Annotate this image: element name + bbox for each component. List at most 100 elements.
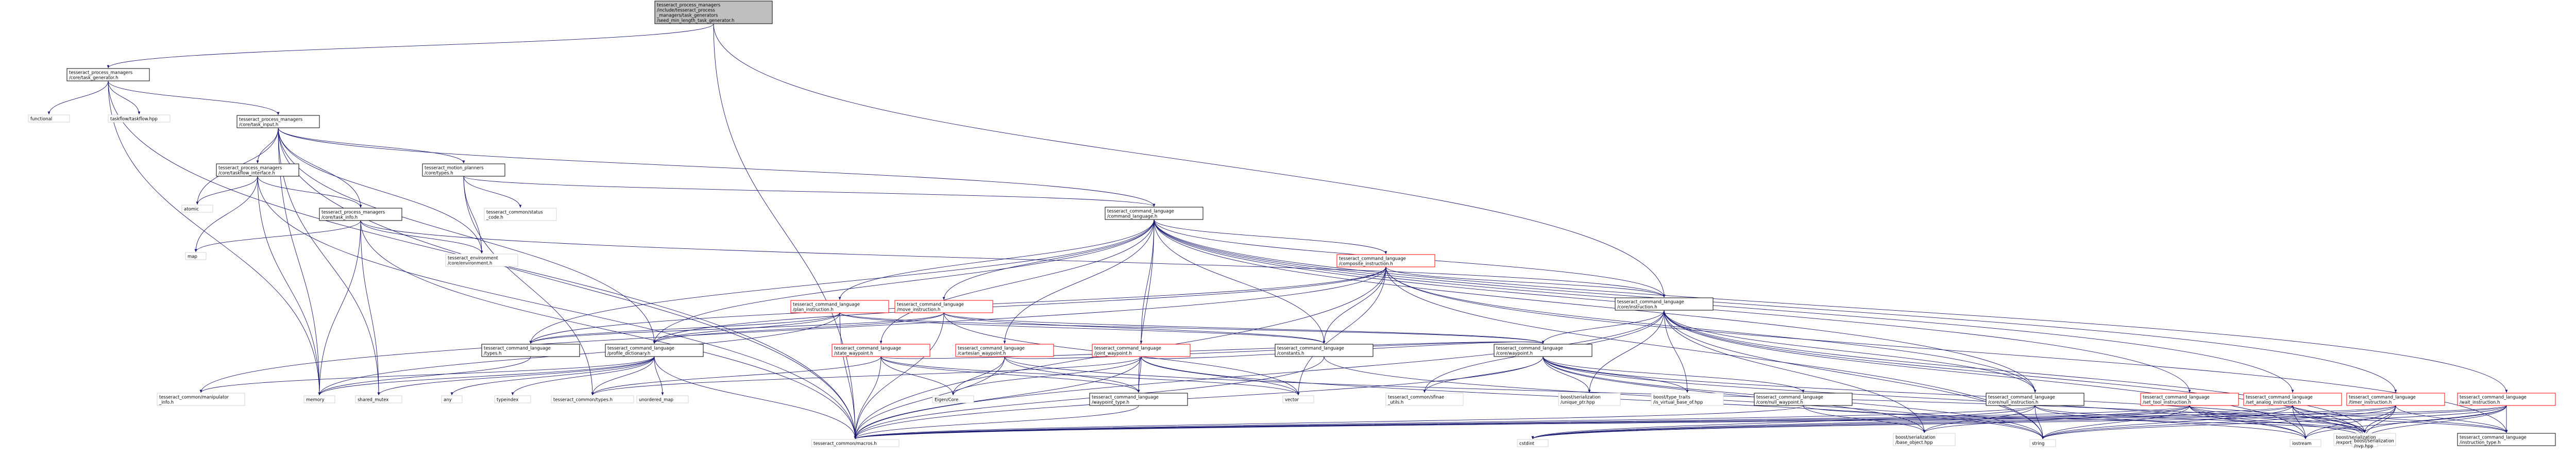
node-box [1089,393,1188,406]
node-core-instruction[interactable]: tesseract_command_language/core/instruct… [1615,297,1714,311]
node-label: tesseract_command_language/cartesian_way… [958,346,1025,357]
node-unique-ptr[interactable]: boost/serialization/unique_ptr.hpp [1558,393,1621,406]
node-taskflow[interactable]: taskflow/taskflow.hpp [108,114,171,123]
node-taskflow-interface[interactable]: tesseract_process_managers/core/taskflow… [216,163,299,177]
node-cartesian-waypoint[interactable]: tesseract_command_language/cartesian_way… [955,344,1054,357]
node-core-waypoint[interactable]: tesseract_command_language/core/waypoint… [1494,344,1592,357]
edge-profile_dictionary-to-memory [318,356,655,396]
node-task-info[interactable]: tesseract_process_managers/core/task_inf… [319,208,402,221]
edge-plan_instruction-to-core_waypoint [839,312,1545,344]
node-task-input[interactable]: tesseract_process_managers/core/task_inp… [236,115,320,128]
node-box [894,300,993,313]
edge-set_analog_instruction-to-export_h [2292,405,2366,433]
node-shared-mutex[interactable]: shared_mutex [355,395,402,403]
node-label: tesseract_command_language/command_langu… [1107,209,1174,219]
edge-profile_dictionary-to-macros [654,356,857,440]
edge-joint_waypoint-to-common_types [591,356,1142,396]
edge-timer_instruction-to-instruction_type [2395,405,2508,433]
node-base-object[interactable]: boost/serialization/base_object.hpp [1893,433,1956,446]
edge-task_input-to-macros [278,127,857,440]
edge-taskflow_interface-to-map [194,176,258,252]
node-set-tool-instruction[interactable]: tesseract_command_language/set_tool_inst… [2140,393,2239,406]
edge-task_input-to-command_language [278,127,1156,207]
edge-set_tool_instruction-to-macros [854,405,2190,440]
node-composite-instruction[interactable]: tesseract_command_language/composite_ins… [1336,254,1435,267]
node-wait-instruction[interactable]: tesseract_command_language/wait_instruct… [2457,393,2556,406]
node-box [2290,439,2321,447]
node-null-waypoint[interactable]: tesseract_command_language/core/null_way… [1754,393,1853,406]
edge-command_language-to-waypoint_type [1137,219,1155,393]
node-box [355,395,402,403]
node-label: tesseract_common/manipulator_info.h [159,395,229,406]
node-cstdint[interactable]: cstdint [1517,439,1549,447]
node-box [551,395,634,403]
node-manipulator-info[interactable]: tesseract_common/manipulator_info.h [157,393,245,406]
edge-set_tool_instruction-to-cstdint [1531,405,2190,440]
edge-profile_dictionary-to-any [450,356,655,396]
node-memory[interactable]: memory [303,395,335,403]
node-string[interactable]: string [2029,439,2056,447]
node-typeindex[interactable]: typeindex [494,395,531,403]
node-label: boost/serialization/export.hpp [2336,435,2376,446]
node-sfinae[interactable]: tesseract_common/sfinae_utils.h [1385,393,1464,406]
node-is-virtual-base-of[interactable]: boost/type_traits/is_virtual_base_of.hpp [1651,393,1724,406]
node-atomic[interactable]: atomic [181,205,213,213]
node-label: shared_mutex [358,398,388,403]
node-common-types[interactable]: tesseract_common/types.h [551,395,634,403]
node-status-code[interactable]: tesseract_common/status_code.h [484,208,557,221]
edge-composite_instruction-to-null_instruction [1385,266,2037,393]
node-vector[interactable]: vector [1282,395,1314,403]
node-any[interactable]: any [441,395,463,403]
node-eigen[interactable]: Eigen/Core [932,395,974,403]
node-label: tesseract_common/status_code.h [486,210,543,221]
node-plan-instruction[interactable]: tesseract_command_language/plan_instruct… [790,300,889,313]
node-command-language[interactable]: tesseract_command_language/command_langu… [1105,207,1204,220]
edge-core_instruction-to-nvp [1664,310,2366,440]
edge-task_info-to-core_instruction [360,220,1666,298]
edge-root-to-macros [713,23,857,440]
node-iostream[interactable]: iostream [2290,439,2321,447]
node-joint-waypoint[interactable]: tesseract_command_language/joint_waypoin… [1092,344,1191,357]
node-set-analog-instruction[interactable]: tesseract_command_language/set_analog_in… [2243,393,2342,406]
node-state-waypoint[interactable]: tesseract_command_language/state_waypoin… [832,344,930,357]
edge-state_waypoint-to-waypoint_type [880,356,1140,393]
node-unordered-map[interactable]: unordered_map [636,395,689,403]
node-label: tesseract_command_language/core/waypoint… [1496,346,1563,357]
edge-wait_instruction-to-iostream [2304,405,2507,440]
node-functional[interactable]: functional [28,114,70,123]
edge-plan_instruction-to-cl_types [529,312,840,344]
edge-cartesian_waypoint-to-core_waypoint [1004,341,1545,359]
node-profile-dictionary[interactable]: tesseract_command_language/profile_dicti… [605,344,704,357]
node-label: vector [1285,398,1299,403]
node-label: Eigen/Core [935,398,958,403]
node-motion-types[interactable]: tesseract_motion_planners/core/types.h [422,163,505,177]
node-box [955,344,1054,357]
node-box [2346,393,2445,406]
edge-set_analog_instruction-to-macros [854,405,2293,440]
node-box [422,163,505,177]
node-nvp[interactable]: boost/serialization/nvp.hpp [2351,439,2394,449]
node-box [303,395,335,403]
edge-composite_instruction-to-core_instruction [1385,266,1666,298]
node-label: tesseract_environment/core/environment.h [448,256,498,266]
edge-task_info-to-map [194,220,361,252]
node-macros[interactable]: tesseract_common/macros.h [811,439,900,447]
edge-core_instruction-to-macros [854,310,1665,440]
node-map[interactable]: map [185,252,207,260]
node-waypoint-type[interactable]: tesseract_command_language/waypoint_type… [1089,393,1188,406]
node-cl-types[interactable]: tesseract_command_language/types.h [481,344,580,357]
node-constants[interactable]: tesseract_command_language/constants.h [1275,344,1374,357]
node-move-instruction[interactable]: tesseract_command_language/move_instruct… [894,300,993,313]
node-box [2140,393,2239,406]
node-box [445,254,518,267]
edge-timer_instruction-to-export_h [2363,405,2396,433]
node-task-generator[interactable]: tesseract_process_managers/core/task_gen… [66,68,150,81]
node-box [1517,439,1549,447]
node-timer-instruction[interactable]: tesseract_command_language/timer_instruc… [2346,393,2445,406]
node-environment[interactable]: tesseract_environment/core/environment.h [445,254,518,267]
node-instruction-type[interactable]: tesseract_command_language/instruction_t… [2457,433,2556,446]
edge-command_language-to-composite_instruction [1154,219,1387,255]
node-null-instruction[interactable]: tesseract_command_language/core/null_ins… [1986,393,2084,406]
edge-composite_instruction-to-profile_dictionary [653,266,1386,344]
